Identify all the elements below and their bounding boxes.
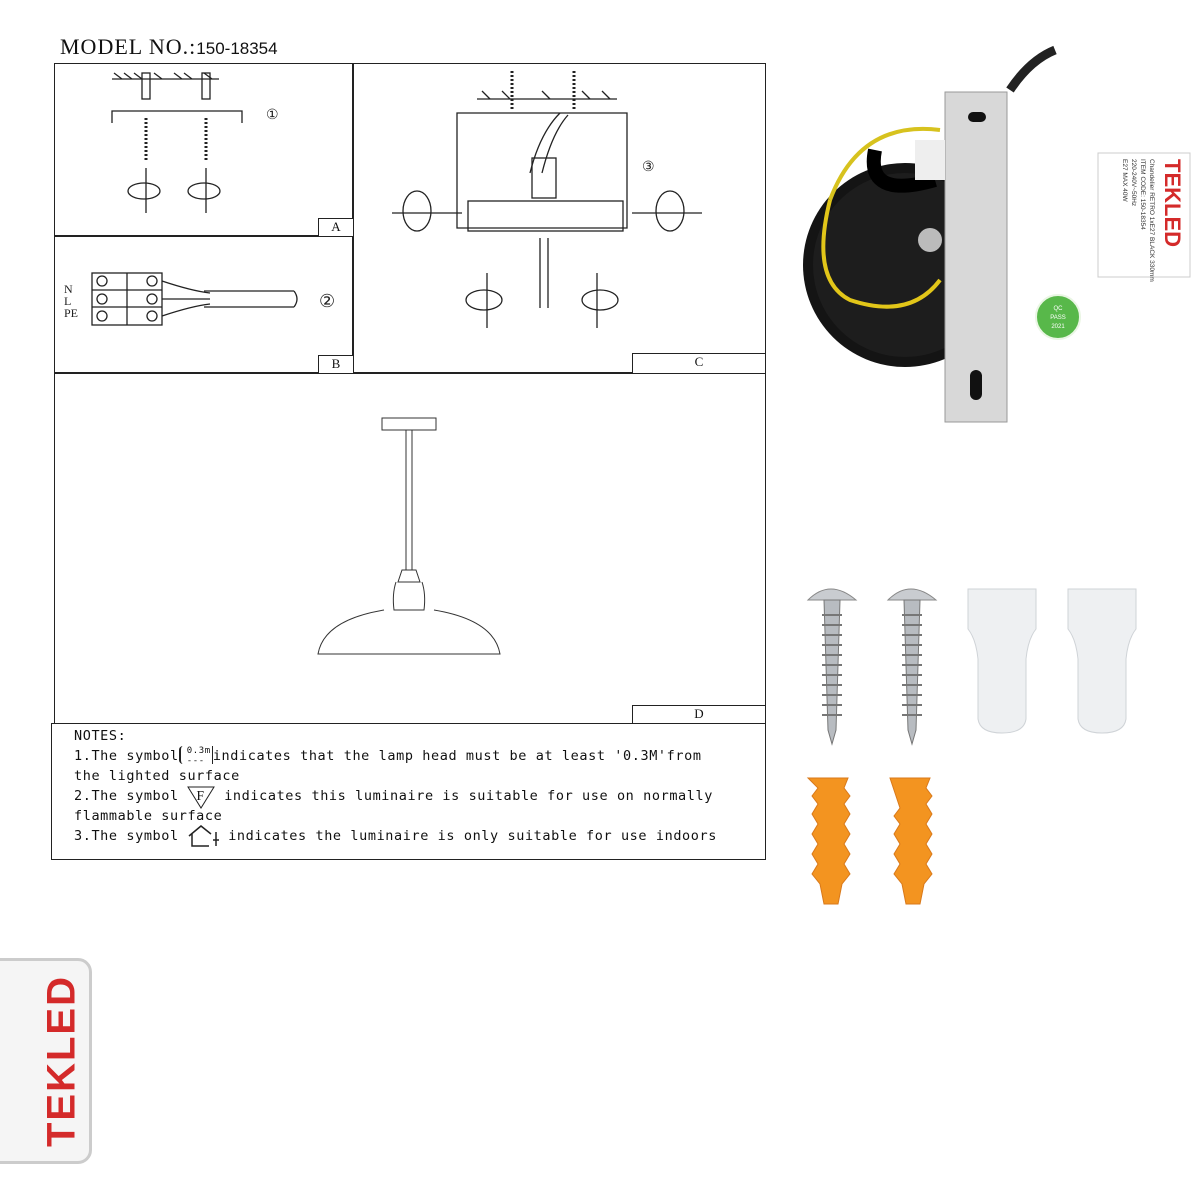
svg-text:QC: QC	[1054, 306, 1064, 312]
wall-anchor-icon	[889, 777, 933, 905]
tekled-logo: TEKLED	[0, 958, 92, 1164]
svg-text:220-240V~50Hz: 220-240V~50Hz	[1130, 159, 1137, 206]
svg-text:PASS: PASS	[1050, 315, 1066, 321]
svg-text:2021: 2021	[1051, 324, 1065, 330]
wire-connectors	[967, 588, 1137, 734]
screw-icon	[886, 588, 938, 746]
panel-b	[54, 235, 354, 374]
wall-anchor-icon	[806, 777, 851, 905]
step-2-marker: ②	[319, 291, 335, 312]
step-1-marker: ①	[266, 107, 279, 123]
qc-pass-sticker: QC PASS 2021	[1035, 294, 1081, 340]
svg-text:ITEM CODE: 150-18354: ITEM CODE: 150-18354	[1139, 159, 1146, 230]
model-number-heading: MODEL NO.:150-18354	[60, 34, 278, 60]
step-3-marker: ③	[642, 159, 655, 175]
terminal-l-label: L	[64, 294, 71, 308]
svg-text:E27 MAX 40W: E27 MAX 40W	[1121, 159, 1128, 202]
terminal-n-label: N	[64, 282, 73, 296]
panel-a	[54, 63, 354, 237]
canopy-assembly-drawing: ③	[392, 71, 702, 328]
note-1-continued: the lighted surface	[74, 768, 240, 784]
mounting-bracket	[944, 91, 1008, 423]
ceiling-base-photo: TEKLED Chandelier RETRO 1xE27 BLACK 330m…	[803, 45, 1191, 423]
flammable-surface-icon: F	[187, 786, 216, 809]
note-2-continued: flammable surface	[74, 808, 223, 824]
terminal-pe-label: PE	[64, 306, 78, 320]
panel-b-label: B	[318, 355, 354, 374]
notes-title: NOTES:	[74, 728, 127, 744]
wall-anchors	[806, 777, 933, 905]
screw-icon	[806, 588, 858, 746]
panel-a-label: A	[318, 218, 354, 237]
ceiling-mount-drawing: ①	[111, 72, 279, 213]
wire-connector-icon	[967, 588, 1037, 734]
model-number: 150-18354	[196, 39, 278, 58]
model-label: MODEL NO.:	[60, 34, 197, 59]
distance-symbol-icon: 0.3m---	[178, 746, 213, 766]
terminal-wiring-drawing: N L PE ②	[64, 272, 335, 326]
svg-text:Chandelier RETRO 1xE27 BLACK 3: Chandelier RETRO 1xE27 BLACK 330mm	[1148, 159, 1155, 282]
note-3: 3.The symbol indicates the luminaire is …	[74, 825, 717, 847]
logo-text: TEKLED	[39, 975, 84, 1147]
label-brand: TEKLED	[1160, 159, 1185, 247]
indoor-house-icon	[187, 825, 220, 847]
mounting-screws	[806, 588, 938, 746]
product-label: TEKLED Chandelier RETRO 1xE27 BLACK 330m…	[1097, 152, 1191, 282]
wire-connector-icon	[1067, 588, 1137, 734]
panel-c-label: C	[632, 353, 766, 374]
pendant-lamp-drawing	[317, 417, 501, 655]
note-2: 2.The symbol F indicates this luminaire …	[74, 786, 743, 809]
